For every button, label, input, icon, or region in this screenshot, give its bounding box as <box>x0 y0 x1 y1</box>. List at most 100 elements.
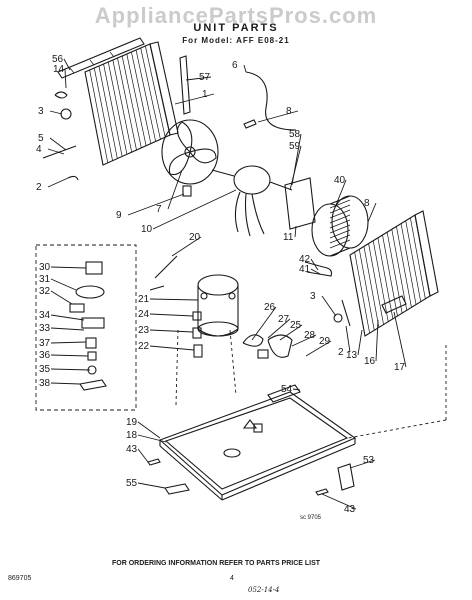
callout-leader <box>393 311 407 368</box>
coil-fin <box>107 61 128 155</box>
callout-leader <box>137 448 149 463</box>
callout-number: 8 <box>286 106 292 117</box>
callout-number: 30 <box>39 262 51 273</box>
callout-leader <box>49 137 67 151</box>
callout-leader <box>137 482 166 489</box>
callout-leader <box>49 110 63 115</box>
callout-number: 8 <box>364 198 370 209</box>
callout-number: 6 <box>232 60 238 71</box>
callout-number: 29 <box>319 336 331 347</box>
callout-leader <box>357 329 363 356</box>
callout-number: 25 <box>290 320 302 331</box>
callout-number: 53 <box>363 455 375 466</box>
blower-rib <box>329 219 351 229</box>
drawing-code: sc 9705 <box>300 515 322 521</box>
callout-number: 16 <box>364 356 376 367</box>
callout-leader <box>50 382 81 385</box>
callout-number: 20 <box>189 232 201 243</box>
callout-leader <box>185 76 212 81</box>
callout-leader <box>289 145 302 191</box>
callout-leader <box>310 258 319 271</box>
callout-leader <box>50 290 73 305</box>
callout-leader <box>47 177 69 188</box>
callout-number: 38 <box>39 378 51 389</box>
callout-leader <box>137 421 161 439</box>
callout-number: 2 <box>338 347 344 358</box>
coil-fin <box>135 49 156 142</box>
evaporator-coil <box>349 210 439 337</box>
coil-fin <box>410 217 426 299</box>
cable <box>245 71 297 131</box>
callout-number: 43 <box>126 444 138 455</box>
filter-clip <box>381 295 407 314</box>
callout-number: 27 <box>278 314 290 325</box>
coil-fin <box>363 246 380 328</box>
fan-clip <box>182 185 192 197</box>
callout-leader <box>321 493 357 510</box>
callout-number: 36 <box>39 350 51 361</box>
coil-fin <box>131 51 152 144</box>
callout-number: 9 <box>116 210 122 221</box>
callout-leader <box>349 459 376 469</box>
callout-leader <box>50 314 85 321</box>
model-line: For Model: AFF E08-21 <box>182 36 290 45</box>
overload <box>242 334 264 347</box>
blower-rib <box>329 204 351 214</box>
coil-fin <box>396 226 412 308</box>
callout-number: 26 <box>264 302 276 313</box>
callout-number: 37 <box>39 338 51 349</box>
coil-fin <box>405 220 422 302</box>
fan-blade <box>161 119 219 185</box>
callout-leader <box>267 318 291 339</box>
callout-leader <box>149 313 194 317</box>
callout-leader <box>63 58 71 71</box>
coil-fin <box>117 57 137 151</box>
callout-number: 28 <box>304 330 316 341</box>
blower-rib <box>329 239 351 249</box>
diagram-title: UNIT PARTS <box>193 22 279 34</box>
callout-number: 32 <box>39 286 51 297</box>
callout-leader <box>149 298 199 301</box>
heater-tube <box>304 261 333 277</box>
callout-leader <box>294 225 297 238</box>
screw <box>243 119 257 129</box>
callout-number: 31 <box>39 274 51 285</box>
callout-leader <box>257 110 299 123</box>
coil-fin <box>358 249 375 331</box>
callout-leader <box>292 388 301 391</box>
callout-number: 21 <box>138 294 150 305</box>
callout-number: 2 <box>36 182 42 193</box>
grommet-right <box>333 313 343 323</box>
callout-number: 19 <box>126 417 138 428</box>
callout-leader <box>50 354 89 357</box>
callout-number: 3 <box>38 106 44 117</box>
coil-fin <box>112 59 133 153</box>
mount-grommet <box>192 327 202 339</box>
base-pan <box>158 391 357 501</box>
inset-parts <box>69 261 107 391</box>
page-number: 4 <box>230 575 234 582</box>
blower-wheel <box>311 195 369 257</box>
rod <box>42 145 77 159</box>
fan-motor <box>211 165 293 237</box>
callout-number: 7 <box>156 204 162 215</box>
callout-leader <box>137 434 167 443</box>
callout-number: 58 <box>289 129 301 140</box>
coil-fin <box>400 223 417 305</box>
mount-washer <box>192 311 202 321</box>
grommet <box>60 108 72 120</box>
callout-leader <box>47 148 65 155</box>
callout-leader <box>305 340 332 357</box>
clip-lower <box>67 175 79 181</box>
coil-fin <box>89 69 109 163</box>
callout-number: 17 <box>394 362 406 373</box>
callout-number: 5 <box>38 133 44 144</box>
callout-leader <box>279 324 303 341</box>
callout-leader <box>50 278 77 291</box>
coil-fin <box>93 67 113 161</box>
coil-fin <box>98 65 118 159</box>
blower-rib <box>329 224 351 234</box>
coil-fin <box>145 45 166 138</box>
callout-leader <box>251 306 277 341</box>
